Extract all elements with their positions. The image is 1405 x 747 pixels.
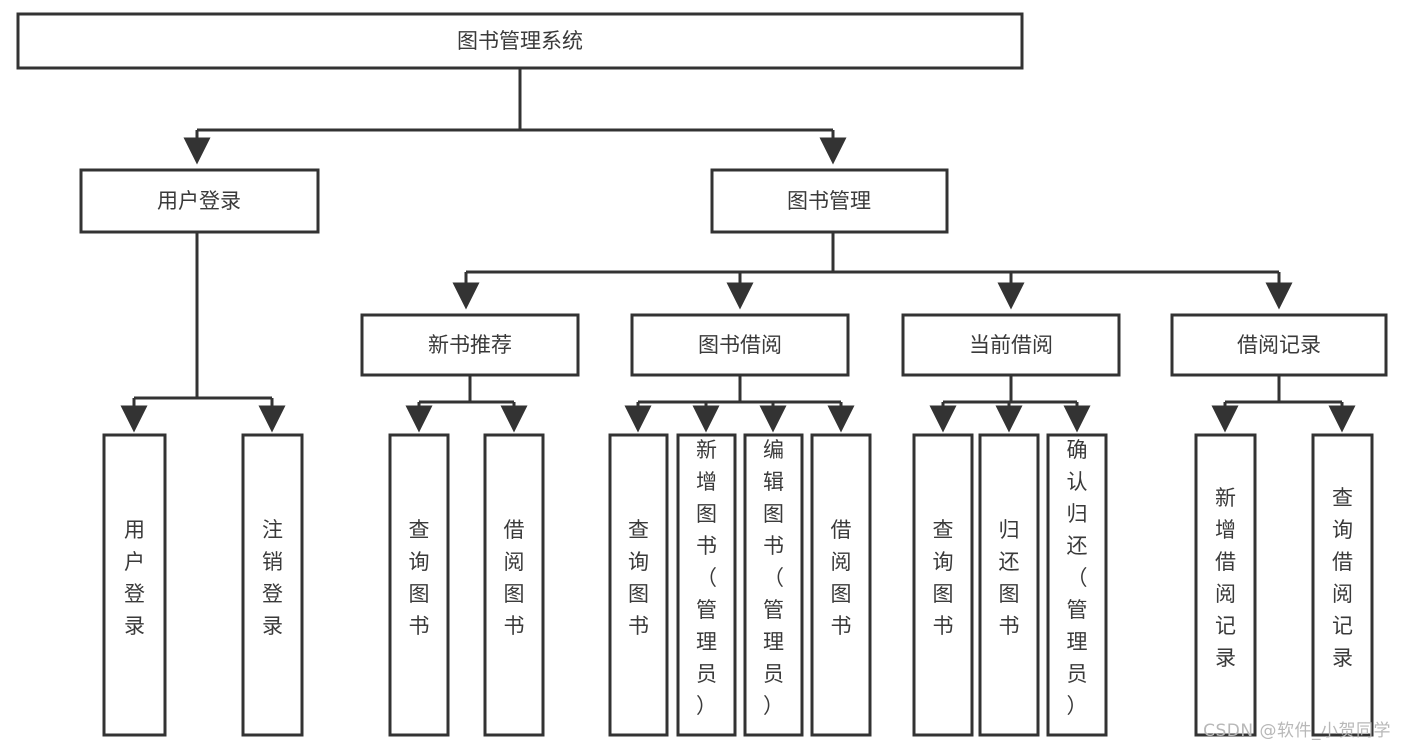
node-root[interactable]: 图书管理系统 bbox=[16, 12, 1024, 70]
node-book-borrow-label: 图书借阅 bbox=[698, 333, 782, 357]
node-book-borrow-box[interactable] bbox=[630, 313, 850, 377]
node-current-borrow-label: 当前借阅 bbox=[969, 333, 1053, 357]
node-leaf-query-book-3-box[interactable] bbox=[912, 433, 974, 737]
node-leaf-borrow-book-1[interactable]: 借阅图书 bbox=[483, 433, 545, 737]
node-new-book-recommend[interactable]: 新书推荐 bbox=[360, 313, 580, 377]
connectors-bookmanage-to-level3 bbox=[452, 232, 1293, 310]
node-leaf-borrow-book-1-box[interactable] bbox=[483, 433, 545, 737]
node-current-borrow-box[interactable] bbox=[901, 313, 1121, 377]
connectors-bookborrow-to-leaves bbox=[624, 375, 855, 433]
node-leaf-logout[interactable]: 注销登录 bbox=[241, 433, 304, 737]
node-leaf-user-login-label: 用户登录 bbox=[124, 518, 145, 638]
node-root-box[interactable] bbox=[16, 12, 1024, 70]
node-leaf-confirm-return[interactable]: 确认归还（管理员） bbox=[1046, 433, 1108, 737]
node-leaf-borrow-book-2-label: 借阅图书 bbox=[831, 518, 852, 638]
node-borrow-record[interactable]: 借阅记录 bbox=[1170, 313, 1388, 377]
node-leaf-query-book-2[interactable]: 查询图书 bbox=[608, 433, 669, 737]
node-leaf-query-book-1[interactable]: 查询图书 bbox=[388, 433, 450, 737]
node-leaf-borrow-book-1-label: 借阅图书 bbox=[504, 518, 525, 638]
node-leaf-add-record-label: 新增借阅记录 bbox=[1215, 486, 1236, 670]
node-leaf-add-record-box[interactable] bbox=[1194, 433, 1257, 737]
node-leaf-query-book-3-label: 查询图书 bbox=[933, 518, 954, 638]
connectors-root-to-level2 bbox=[183, 68, 847, 165]
node-leaf-return-book-box[interactable] bbox=[978, 433, 1040, 737]
node-book-borrow[interactable]: 图书借阅 bbox=[630, 313, 850, 377]
node-leaf-query-book-2-label: 查询图书 bbox=[628, 518, 649, 638]
node-leaf-logout-box[interactable] bbox=[241, 433, 304, 737]
connectors-currentborrow-to-leaves bbox=[929, 375, 1091, 433]
node-book-manage[interactable]: 图书管理 bbox=[710, 168, 949, 234]
connectors-userlogin-to-leaves bbox=[120, 232, 286, 433]
node-book-manage-label: 图书管理 bbox=[787, 189, 871, 213]
node-leaf-add-book-label: 新增图书（管理员） bbox=[696, 438, 717, 718]
node-new-book-recommend-box[interactable] bbox=[360, 313, 580, 377]
leaf-nodes-layer: 用户登录 注销登录 查询图书 借阅图书 查询图书 新增图书（管理员） 编辑图书（管理员） 借阅… bbox=[102, 433, 1374, 737]
node-leaf-add-record[interactable]: 新增借阅记录 bbox=[1194, 433, 1257, 737]
node-leaf-borrow-book-2-box[interactable] bbox=[810, 433, 872, 737]
node-leaf-confirm-return-box[interactable] bbox=[1046, 433, 1108, 737]
node-leaf-edit-book-label: 编辑图书（管理员） bbox=[763, 438, 784, 718]
node-user-login-box[interactable] bbox=[79, 168, 320, 234]
node-leaf-return-book[interactable]: 归还图书 bbox=[978, 433, 1040, 737]
node-leaf-edit-book[interactable]: 编辑图书（管理员） bbox=[743, 433, 804, 737]
node-leaf-query-book-1-label: 查询图书 bbox=[409, 518, 430, 638]
node-leaf-user-login[interactable]: 用户登录 bbox=[102, 433, 167, 737]
node-leaf-edit-book-box[interactable] bbox=[743, 433, 804, 737]
node-leaf-query-record-box[interactable] bbox=[1311, 433, 1374, 737]
node-leaf-user-login-box[interactable] bbox=[102, 433, 167, 737]
node-borrow-record-label: 借阅记录 bbox=[1237, 333, 1321, 357]
node-leaf-query-book-1-box[interactable] bbox=[388, 433, 450, 737]
node-leaf-query-record[interactable]: 查询借阅记录 bbox=[1311, 433, 1374, 737]
node-borrow-record-box[interactable] bbox=[1170, 313, 1388, 377]
node-root-label: 图书管理系统 bbox=[457, 29, 583, 53]
csdn-watermark: CSDN @软件_小贺同学 bbox=[1203, 721, 1391, 741]
node-leaf-query-record-label: 查询借阅记录 bbox=[1332, 486, 1353, 670]
node-leaf-query-book-2-box[interactable] bbox=[608, 433, 669, 737]
node-leaf-add-book-box[interactable] bbox=[676, 433, 737, 737]
node-leaf-query-book-3[interactable]: 查询图书 bbox=[912, 433, 974, 737]
node-new-book-recommend-label: 新书推荐 bbox=[428, 333, 512, 357]
connectors-borrowrecord-to-leaves bbox=[1211, 375, 1356, 433]
node-current-borrow[interactable]: 当前借阅 bbox=[901, 313, 1121, 377]
node-leaf-borrow-book-2[interactable]: 借阅图书 bbox=[810, 433, 872, 737]
node-leaf-confirm-return-label: 确认归还（管理员） bbox=[1067, 438, 1088, 718]
node-leaf-add-book[interactable]: 新增图书（管理员） bbox=[676, 433, 737, 737]
node-leaf-return-book-label: 归还图书 bbox=[999, 518, 1020, 638]
node-book-manage-box[interactable] bbox=[710, 168, 949, 234]
node-user-login[interactable]: 用户登录 bbox=[79, 168, 320, 234]
node-leaf-logout-label: 注销登录 bbox=[262, 518, 283, 638]
connectors-newbook-to-leaves bbox=[405, 375, 528, 433]
node-user-login-label: 用户登录 bbox=[157, 189, 241, 213]
